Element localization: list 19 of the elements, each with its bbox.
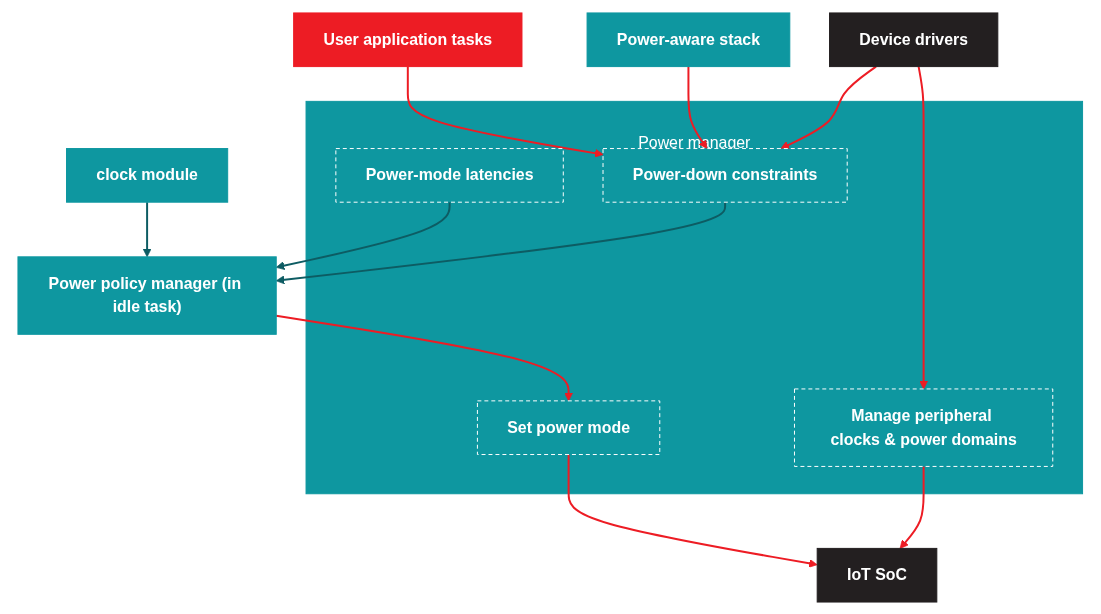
arrow bbox=[407, 65, 604, 157]
node-box: Power-aware stack bbox=[586, 11, 791, 67]
node-box: Power-mode latencies bbox=[335, 147, 564, 203]
arrow bbox=[567, 453, 818, 568]
arrow bbox=[917, 65, 929, 389]
arrow bbox=[687, 65, 708, 149]
arrow bbox=[276, 200, 451, 270]
node-box: Power policy manager (in idle task) bbox=[17, 255, 277, 335]
node-box: Manage peripheral clocks & power domains bbox=[794, 387, 1054, 467]
node-box: Set power mode bbox=[477, 399, 661, 455]
node-box: Device drivers bbox=[829, 11, 999, 67]
node-box: IoT SoC bbox=[816, 547, 938, 603]
arrow bbox=[276, 200, 727, 284]
arrow bbox=[142, 200, 152, 257]
arrow bbox=[780, 65, 878, 149]
node-box: clock module bbox=[66, 147, 229, 203]
arrow bbox=[899, 464, 925, 549]
node-box: User application tasks bbox=[293, 11, 523, 67]
arrow bbox=[275, 314, 574, 401]
